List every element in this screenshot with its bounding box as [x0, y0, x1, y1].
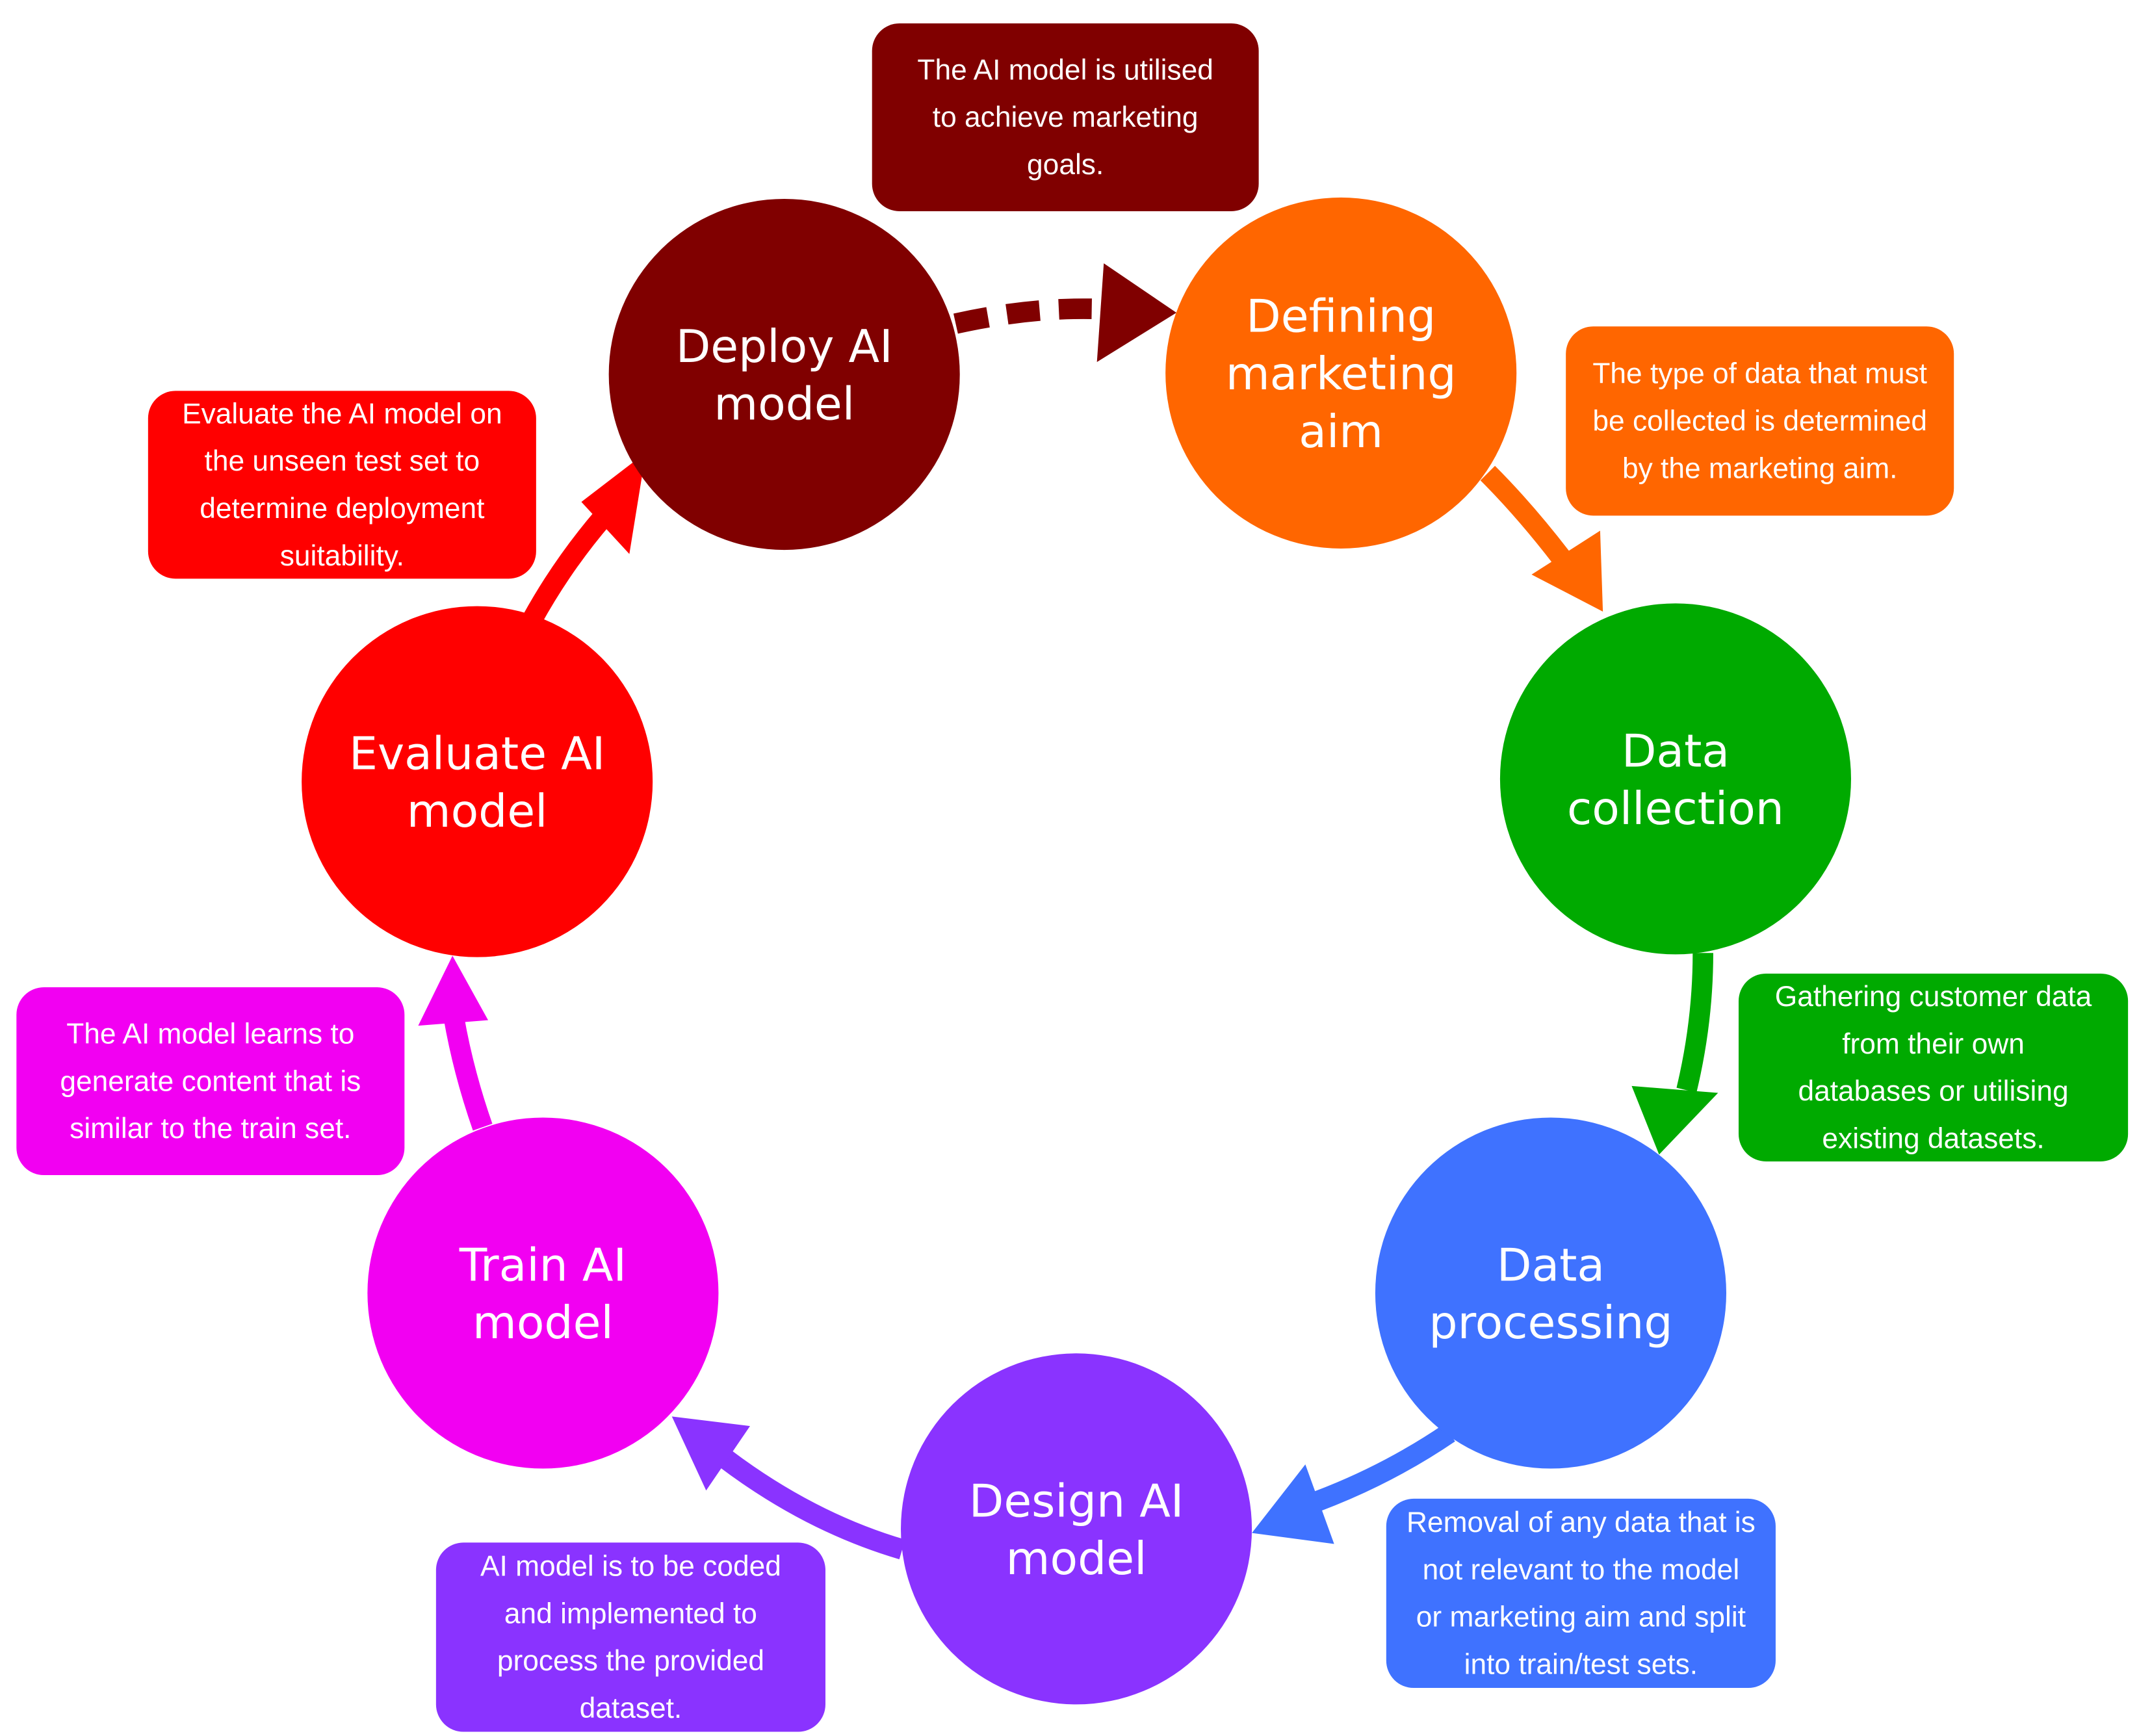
stage-note-processing: Removal of any data that is not relevant …: [1386, 1498, 1776, 1689]
note-line: the unseen test set to: [205, 445, 480, 477]
stage-circle: [1165, 197, 1517, 549]
arrow-defining-to-collection: [1480, 465, 1603, 612]
note-text: Evaluate the AI model on the unseen test …: [182, 398, 502, 571]
stage-title-line: model: [714, 378, 855, 431]
arrow-deploy-to-defining: [953, 263, 1177, 363]
note-line: existing datasets.: [1822, 1122, 2044, 1154]
note-line: by the marketing aim.: [1622, 452, 1897, 484]
stage-node-processing: Data processing: [1375, 1117, 1727, 1469]
note-line: databases or utilising: [1798, 1076, 2068, 1108]
stage-circle: [1499, 603, 1851, 955]
note-line: not relevant to the model: [1423, 1554, 1740, 1586]
stage-title-line: Train AI: [459, 1239, 627, 1291]
note-line: dataset.: [580, 1692, 682, 1724]
note-line: and implemented to: [504, 1598, 757, 1629]
stage-title-line: Design AI: [969, 1475, 1184, 1527]
note-line: The type of data that must: [1592, 358, 1927, 390]
stage-node-design: Design AI model: [901, 1353, 1252, 1705]
stage-title-line: Deploy AI: [676, 320, 893, 373]
note-line: from their own: [1842, 1028, 2025, 1060]
stage-note-design: AI model is to be coded and implemented t…: [435, 1542, 825, 1732]
note-box: [1738, 973, 2129, 1161]
note-box: [435, 1542, 825, 1732]
stage-title-line: Defining: [1246, 291, 1436, 343]
note-text: The AI model is utilised to achieve marke…: [917, 54, 1213, 181]
stage-title-line: model: [1006, 1533, 1147, 1585]
stage-title-line: marketing: [1226, 348, 1457, 400]
arrow-design-to-train: [671, 1416, 905, 1560]
stage-title-line: processing: [1429, 1297, 1672, 1349]
note-box: [1566, 326, 1954, 516]
stage-circle: [1375, 1117, 1727, 1469]
note-line: determine deployment: [200, 493, 484, 525]
stage-circle: [367, 1117, 719, 1469]
stage-note-train: The AI model learns to generate content t…: [16, 987, 405, 1176]
note-text: The AI model learns to generate content t…: [60, 1018, 361, 1145]
note-box: [1386, 1498, 1776, 1689]
stage-circle: [901, 1353, 1252, 1705]
stage-title-line: collection: [1567, 783, 1784, 835]
note-text: The type of data that must be collected i…: [1592, 358, 1927, 485]
stage-title: Design AI model: [969, 1475, 1184, 1585]
note-line: AI model is to be coded: [480, 1551, 781, 1583]
note-text: Removal of any data that is not relevant …: [1407, 1507, 1756, 1680]
stage-node-collection: Data collection: [1499, 603, 1851, 955]
arrow-processing-to-design: [1252, 1424, 1455, 1544]
arrow-evaluate-to-deploy: [523, 452, 646, 625]
note-line: or marketing aim and split: [1416, 1601, 1746, 1633]
note-line: The AI model is utilised: [917, 54, 1213, 86]
note-line: generate content that is: [60, 1065, 361, 1097]
note-box: [148, 391, 536, 579]
stage-circle: [302, 606, 653, 957]
note-line: to achieve marketing: [933, 101, 1199, 133]
stage-node-train: Train AI model: [367, 1117, 719, 1469]
note-line: Gathering customer data: [1775, 981, 2092, 1013]
note-box: [16, 987, 405, 1176]
note-line: suitability.: [280, 540, 404, 572]
arrow-collection-to-processing: [1631, 953, 1718, 1155]
note-line: into train/test sets.: [1464, 1648, 1698, 1680]
note-line: Removal of any data that is: [1407, 1507, 1756, 1538]
note-line: goals.: [1027, 149, 1104, 181]
stage-note-collection: Gathering customer data from their own dat…: [1738, 973, 2129, 1161]
stage-title-line: model: [407, 785, 548, 838]
note-line: process the provided: [497, 1645, 764, 1677]
note-text: AI model is to be coded and implemented t…: [480, 1551, 781, 1724]
stage-title-line: Data: [1497, 1239, 1605, 1291]
note-line: The AI model learns to: [66, 1018, 354, 1050]
note-line: Evaluate the AI model on: [182, 398, 502, 430]
stage-title: Train AI model: [459, 1239, 627, 1349]
stage-title-line: model: [473, 1297, 614, 1349]
note-line: be collected is determined: [1592, 406, 1927, 437]
note-box: [872, 23, 1259, 211]
stage-title-line: Data: [1622, 725, 1730, 777]
stage-title: Data collection: [1567, 725, 1784, 835]
stage-title-line: aim: [1299, 406, 1383, 458]
note-text: Gathering customer data from their own dat…: [1775, 981, 2092, 1154]
stage-title-line: Evaluate AI: [349, 728, 605, 781]
stage-title: Data processing: [1429, 1239, 1672, 1349]
stage-note-defining: The type of data that must be collected i…: [1566, 326, 1954, 516]
note-line: similar to the train set.: [70, 1113, 351, 1145]
stage-note-deploy: The AI model is utilised to achieve marke…: [872, 23, 1259, 211]
stage-note-evaluate: Evaluate the AI model on the unseen test …: [148, 391, 536, 579]
stage-circle: [608, 199, 960, 551]
arrow-train-to-evaluate: [418, 955, 493, 1131]
